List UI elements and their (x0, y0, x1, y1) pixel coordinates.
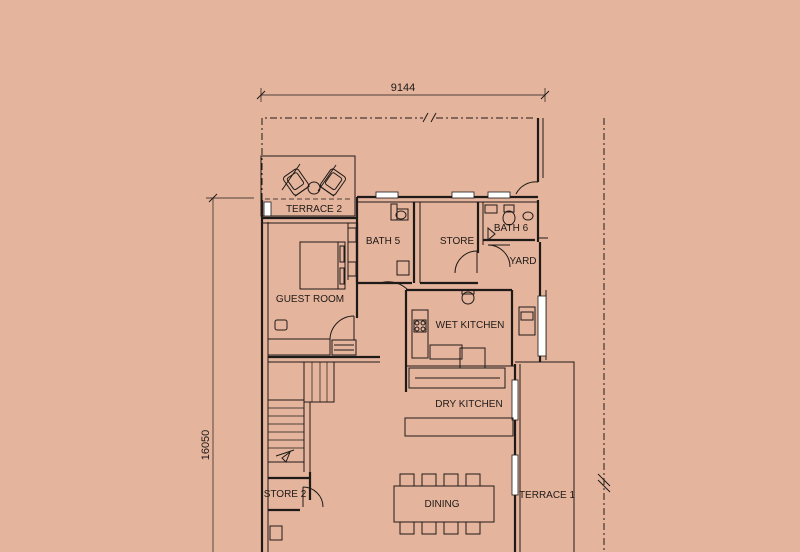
room-label-yard: YARD (509, 256, 536, 267)
room-label-dining: DINING (425, 499, 460, 510)
staircase (267, 361, 335, 472)
room-label-guest-room: GUEST ROOM (276, 294, 344, 305)
room-label-terrace-1: TERRACE 1 (519, 490, 576, 501)
wet-kitchen-fixtures (411, 289, 536, 369)
bath-fixtures (390, 203, 534, 276)
room-label-dry-kitchen: DRY KITCHEN (435, 399, 502, 410)
room-label-terrace-2: TERRACE 2 (286, 204, 343, 215)
guest-room-furniture (267, 227, 357, 356)
dining-set (393, 473, 495, 535)
room-label-store: STORE (440, 236, 475, 247)
dry-kitchen-fixtures (404, 367, 514, 437)
width-dimension: 9144 (256, 82, 550, 102)
depth-dimension: 16050 (200, 193, 254, 552)
room-label-bath-6: BATH 6 (494, 223, 529, 234)
doors (302, 244, 511, 508)
depth-dimension-label: 16050 (200, 430, 212, 461)
walls (260, 118, 575, 552)
terrace-chairs (281, 163, 347, 197)
room-label-wet-kitchen: WET KITCHEN (436, 320, 505, 331)
width-dimension-label: 9144 (391, 82, 415, 94)
store-2-walls (268, 472, 312, 541)
room-label-store-2: STORE 2 (264, 489, 307, 500)
property-boundary (261, 112, 611, 552)
room-label-bath-5: BATH 5 (366, 236, 401, 247)
room-labels: TERRACE 2 BATH 5 STORE BATH 6 YARD GUEST… (264, 204, 576, 510)
